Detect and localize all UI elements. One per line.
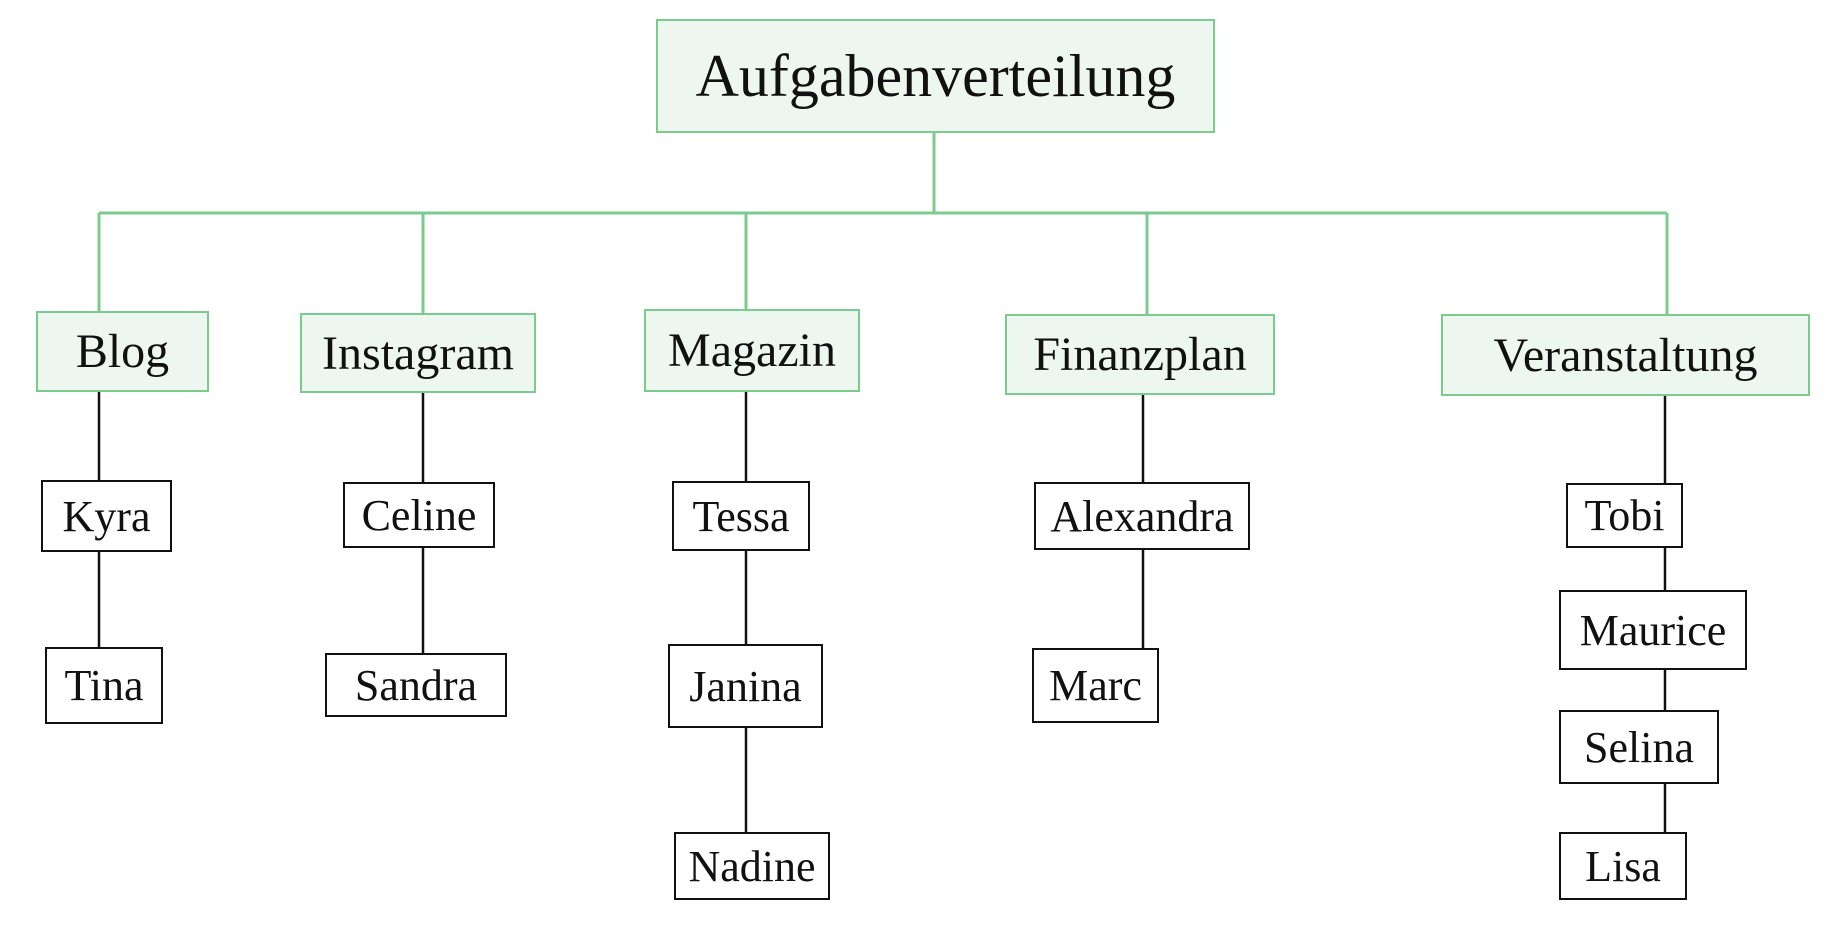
person-node: Selina — [1559, 710, 1719, 784]
person-node: Celine — [343, 482, 495, 548]
category-finanzplan: Finanzplan — [1005, 314, 1275, 395]
person-node: Marc — [1032, 648, 1159, 723]
category-veranstaltung: Veranstaltung — [1441, 314, 1810, 396]
person-node: Alexandra — [1034, 482, 1250, 550]
person-node: Lisa — [1559, 832, 1687, 900]
category-blog: Blog — [36, 311, 209, 392]
person-node: Janina — [668, 644, 823, 728]
person-node: Tessa — [672, 481, 810, 551]
person-node: Sandra — [325, 653, 507, 717]
person-node: Tina — [45, 647, 163, 724]
person-node: Kyra — [41, 480, 172, 552]
person-node: Maurice — [1559, 590, 1747, 670]
category-instagram: Instagram — [300, 313, 536, 393]
category-magazin: Magazin — [644, 309, 860, 392]
root-node-title: Aufgabenverteilung — [656, 19, 1215, 133]
person-node: Tobi — [1566, 483, 1683, 548]
person-node: Nadine — [674, 832, 830, 900]
